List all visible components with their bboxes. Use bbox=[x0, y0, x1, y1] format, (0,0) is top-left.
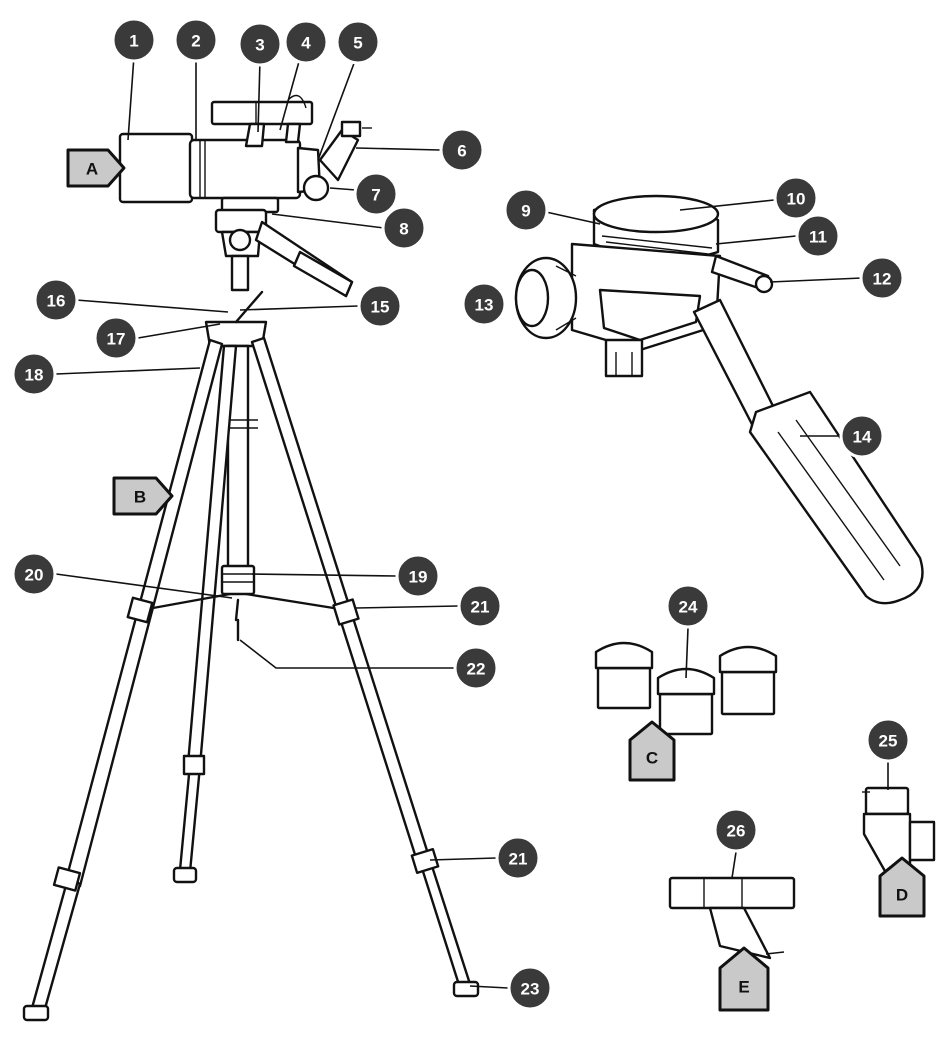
callout-5-label: 5 bbox=[353, 34, 362, 53]
callout-20: 20 bbox=[11, 551, 57, 597]
tag-b-label: B bbox=[134, 488, 146, 507]
callout-23: 23 bbox=[507, 965, 553, 1011]
tag-e-label: E bbox=[738, 978, 749, 997]
tag-d: D bbox=[878, 856, 926, 918]
callout-1: 1 bbox=[111, 17, 157, 63]
leader-lines bbox=[55, 55, 889, 989]
callout-26-label: 26 bbox=[727, 822, 746, 841]
callout-2: 2 bbox=[173, 17, 219, 63]
callout-17-label: 17 bbox=[107, 330, 126, 349]
callout-13: 13 bbox=[461, 281, 507, 327]
callout-25: 25 bbox=[865, 717, 911, 763]
callout-15: 15 bbox=[357, 283, 403, 329]
callout-22-label: 22 bbox=[467, 660, 486, 679]
tripod-drawing bbox=[22, 290, 480, 1022]
callout-21-lower: 21 bbox=[495, 835, 541, 881]
callout-21-upper-label: 21 bbox=[471, 598, 490, 617]
callout-26: 26 bbox=[713, 807, 759, 853]
callout-11: 11 bbox=[795, 213, 841, 259]
callout-9: 9 bbox=[503, 187, 549, 233]
callout-4: 4 bbox=[283, 19, 329, 65]
callout-9-label: 9 bbox=[521, 202, 530, 221]
callout-15-label: 15 bbox=[371, 298, 390, 317]
callout-17: 17 bbox=[93, 315, 139, 361]
callout-7: 7 bbox=[353, 171, 399, 217]
callout-23-label: 23 bbox=[521, 980, 540, 999]
callout-21-upper: 21 bbox=[457, 583, 503, 629]
tag-a: A bbox=[66, 148, 126, 188]
pan-head-drawing bbox=[214, 208, 354, 298]
callout-25-label: 25 bbox=[879, 732, 898, 751]
callout-1-label: 1 bbox=[129, 32, 138, 51]
tag-b: B bbox=[112, 476, 174, 516]
callout-7-label: 7 bbox=[371, 186, 380, 205]
callout-12-label: 12 bbox=[873, 270, 892, 289]
callout-16: 16 bbox=[33, 277, 79, 323]
callout-21-lower-label: 21 bbox=[509, 850, 528, 869]
callout-24: 24 bbox=[665, 583, 711, 629]
eyepieces-drawing bbox=[594, 641, 778, 736]
callout-14-label: 14 bbox=[853, 428, 872, 447]
finderscope-drawing bbox=[668, 876, 796, 960]
callout-13-label: 13 bbox=[475, 296, 494, 315]
callout-14: 14 bbox=[839, 413, 885, 459]
telescope-drawing bbox=[118, 94, 372, 214]
callout-24-label: 24 bbox=[679, 598, 698, 617]
callout-22: 22 bbox=[453, 645, 499, 691]
callout-2-label: 2 bbox=[191, 32, 200, 51]
callout-11-label: 11 bbox=[809, 228, 827, 247]
callout-8: 8 bbox=[381, 205, 427, 251]
callout-19: 19 bbox=[395, 553, 441, 599]
tag-c-label: C bbox=[646, 749, 658, 768]
tag-a-label: A bbox=[86, 160, 98, 179]
head-detail-drawing bbox=[514, 194, 924, 605]
tag-c: C bbox=[628, 720, 676, 782]
callout-18-label: 18 bbox=[25, 366, 44, 385]
callout-10: 10 bbox=[773, 175, 819, 221]
callout-5: 5 bbox=[335, 19, 381, 65]
callout-3-label: 3 bbox=[255, 36, 264, 55]
callout-20-label: 20 bbox=[25, 566, 44, 585]
callout-12: 12 bbox=[859, 255, 905, 301]
tag-e: E bbox=[718, 946, 770, 1012]
callout-10-label: 10 bbox=[787, 190, 806, 209]
callout-6: 6 bbox=[439, 127, 485, 173]
callout-18: 18 bbox=[11, 351, 57, 397]
callout-4-label: 4 bbox=[301, 34, 311, 53]
callout-19-label: 19 bbox=[409, 568, 428, 587]
callout-16-label: 16 bbox=[47, 292, 66, 311]
callout-3: 3 bbox=[237, 21, 283, 67]
tag-d-label: D bbox=[896, 886, 908, 905]
callout-8-label: 8 bbox=[399, 220, 408, 239]
callout-6-label: 6 bbox=[457, 142, 466, 161]
